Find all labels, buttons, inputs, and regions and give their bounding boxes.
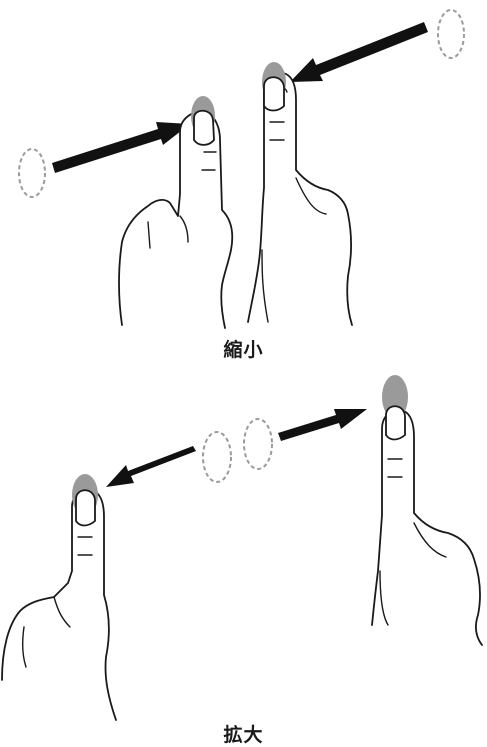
spread-gesture-panel: 拡大 (0, 375, 487, 747)
arrow-right-icon (52, 122, 190, 173)
start-position-left-icon (18, 148, 46, 198)
right-hand-icon (247, 62, 353, 326)
left-hand-icon (1, 474, 117, 721)
right-hand-icon (371, 375, 483, 646)
arrow-right-icon (278, 409, 367, 441)
pinch-label: 縮小 (223, 339, 264, 361)
start-position-right-icon (437, 9, 465, 59)
spread-label: 拡大 (223, 724, 264, 746)
start-position-left-icon (202, 431, 232, 483)
arrow-left-icon (106, 446, 196, 487)
pinch-illustration (18, 9, 465, 329)
arrow-left-icon (290, 22, 428, 82)
start-position-right-icon (243, 418, 273, 470)
left-hand-icon (118, 96, 234, 329)
pinch-gesture-panel: 縮小 (18, 9, 465, 361)
spread-illustration (1, 375, 483, 721)
